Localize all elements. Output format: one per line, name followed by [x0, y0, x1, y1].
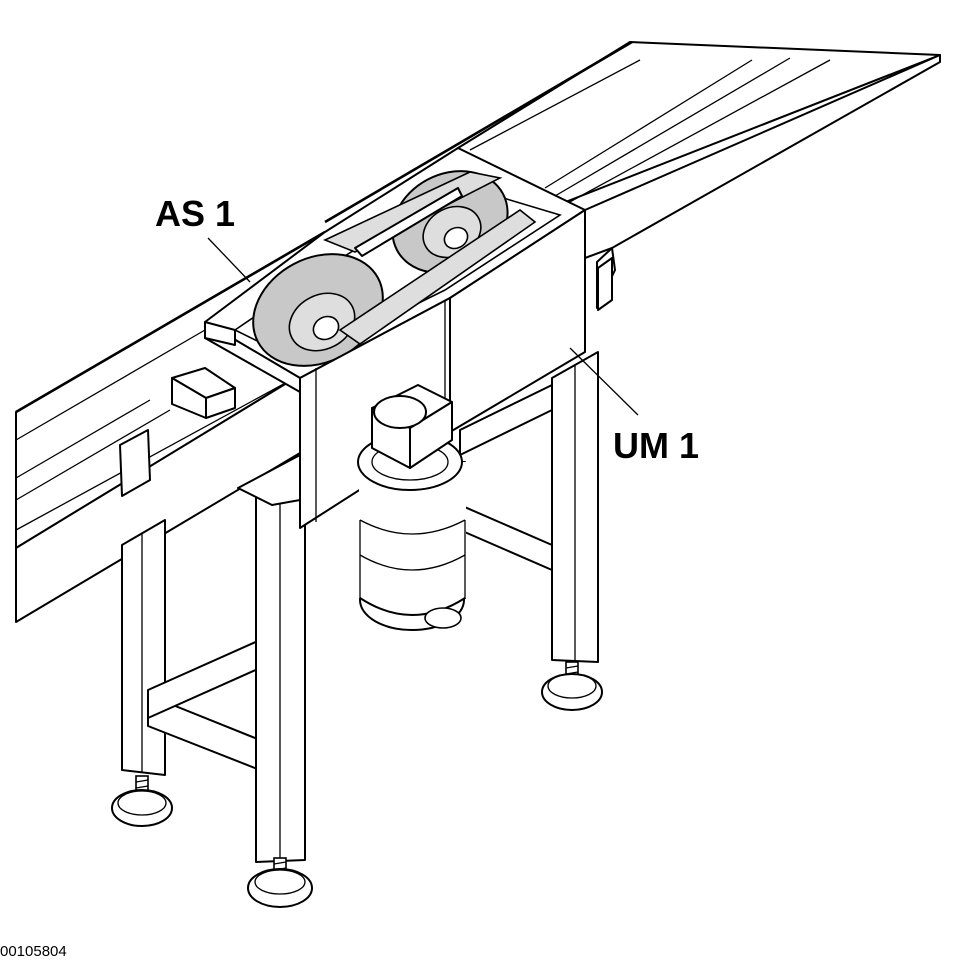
support-frame	[121, 257, 613, 863]
rear-conveyor-rail	[324, 40, 941, 309]
foot-left	[111, 775, 173, 827]
callout-as1: AS 1	[155, 193, 236, 234]
drive-motor	[357, 384, 466, 631]
foot-front	[247, 857, 313, 908]
foot-rear	[541, 661, 603, 711]
as1-leader-line	[207, 237, 251, 283]
um1-leader-line	[569, 347, 639, 416]
leveling-feet	[111, 661, 603, 908]
figure-id: 00105804	[0, 943, 67, 960]
callout-um1: UM 1	[613, 425, 700, 466]
